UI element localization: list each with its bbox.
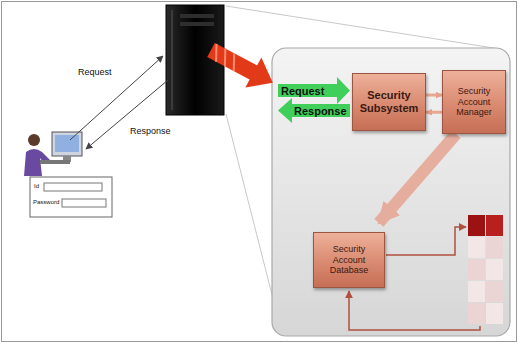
- connector-arrow: [426, 111, 442, 114]
- request-arrow: [278, 77, 350, 104]
- read-line: [386, 227, 466, 255]
- connector-arrow: [379, 134, 456, 223]
- response-line: [86, 80, 168, 149]
- zoom-panel: [272, 48, 510, 336]
- box-label: Security Account Manager: [447, 86, 501, 117]
- user-figure: [24, 132, 82, 176]
- login-form: [30, 177, 112, 217]
- grid-cell: [468, 237, 485, 258]
- box-label: Security Account Database: [318, 244, 380, 275]
- grid-cell: [486, 237, 503, 258]
- grid-cell: [486, 281, 503, 302]
- grid-cell: [468, 259, 485, 280]
- form-field-label: Id: [34, 183, 39, 190]
- grid-cell: [486, 303, 503, 324]
- security-subsystem-box: Security Subsystem: [352, 73, 426, 131]
- account-database-box: Security Account Database: [313, 232, 385, 288]
- grid-cell: [486, 215, 503, 236]
- zoom-arrow: [203, 35, 281, 98]
- grid-cell: [486, 259, 503, 280]
- box-label: Security Subsystem: [357, 89, 421, 114]
- response-label: Response: [294, 105, 347, 117]
- zoom-line: [226, 6, 500, 49]
- response-label: Response: [130, 127, 171, 137]
- response-arrow: [278, 98, 350, 123]
- grid-cell: [468, 303, 485, 324]
- request-label: Request: [78, 68, 112, 78]
- data-grid: [468, 215, 503, 324]
- grid-cell: [468, 281, 485, 302]
- grid-cell: [468, 215, 485, 236]
- request-label: Request: [281, 85, 324, 97]
- connector-arrow: [426, 94, 442, 97]
- return-line: [349, 291, 480, 330]
- form-field-label: Password: [33, 199, 59, 206]
- account-manager-box: Security Account Manager: [442, 70, 506, 134]
